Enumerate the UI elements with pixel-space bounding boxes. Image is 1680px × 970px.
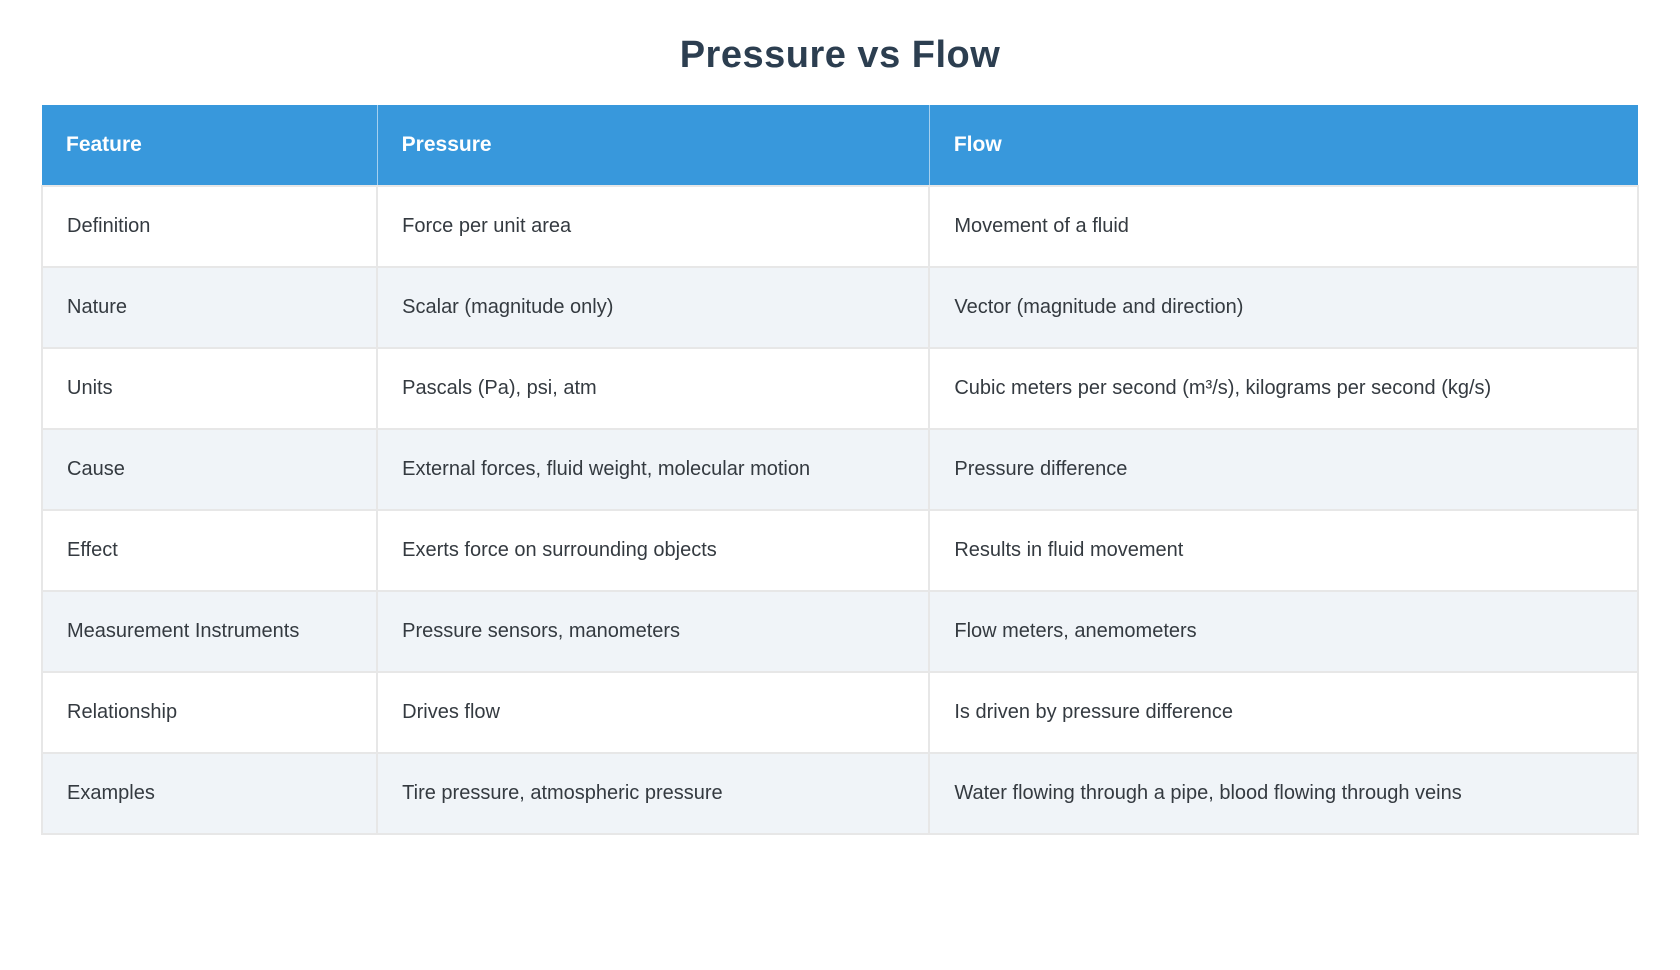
cell-feature: Nature	[40, 266, 379, 349]
table-header: Feature Pressure Flow	[42, 105, 1638, 187]
cell-pressure: Drives flow	[376, 671, 931, 754]
cell-feature: Effect	[40, 509, 379, 592]
cell-pressure: Pressure sensors, manometers	[376, 590, 931, 673]
cell-flow: Vector (magnitude and direction)	[928, 266, 1639, 349]
table-row-nature: Nature Scalar (magnitude only) Vector (m…	[40, 266, 1639, 349]
cell-feature: Examples	[40, 752, 379, 835]
table-row-measurement-instruments: Measurement Instruments Pressure sensors…	[40, 590, 1639, 673]
cell-pressure: Exerts force on surrounding objects	[376, 509, 931, 592]
page-title: Pressure vs Flow	[679, 34, 1001, 76]
cell-flow: Pressure difference	[928, 428, 1639, 511]
cell-feature: Measurement Instruments	[40, 590, 379, 673]
table-row-definition: Definition Force per unit area Movement …	[40, 185, 1639, 268]
cell-feature: Relationship	[40, 671, 379, 754]
cell-feature: Cause	[40, 428, 379, 511]
cell-flow: Flow meters, anemometers	[928, 590, 1639, 673]
comparison-table: Feature Pressure Flow Definition Force p…	[40, 105, 1639, 835]
cell-flow: Water flowing through a pipe, blood flow…	[928, 752, 1639, 835]
page: Pressure vs Flow Feature Pressure Flow D…	[40, 34, 1639, 835]
header-row: Feature Pressure Flow	[42, 105, 1638, 187]
table-row-examples: Examples Tire pressure, atmospheric pres…	[40, 752, 1639, 835]
table-body: Definition Force per unit area Movement …	[40, 185, 1639, 835]
table-row-cause: Cause External forces, fluid weight, mol…	[40, 428, 1639, 511]
column-header-pressure: Pressure	[376, 105, 930, 187]
cell-pressure: Pascals (Pa), psi, atm	[376, 347, 931, 430]
cell-pressure: Scalar (magnitude only)	[376, 266, 931, 349]
table-row-units: Units Pascals (Pa), psi, atm Cubic meter…	[40, 347, 1639, 430]
cell-pressure: External forces, fluid weight, molecular…	[376, 428, 931, 511]
cell-flow: Is driven by pressure difference	[928, 671, 1639, 754]
table-row-relationship: Relationship Drives flow Is driven by pr…	[40, 671, 1639, 754]
table-row-effect: Effect Exerts force on surrounding objec…	[40, 509, 1639, 592]
cell-flow: Movement of a fluid	[928, 185, 1639, 268]
column-header-flow: Flow	[928, 105, 1638, 187]
cell-flow: Cubic meters per second (m³/s), kilogram…	[928, 347, 1639, 430]
column-header-feature: Feature	[42, 105, 378, 187]
cell-flow: Results in fluid movement	[928, 509, 1639, 592]
cell-pressure: Force per unit area	[376, 185, 931, 268]
cell-feature: Definition	[40, 185, 379, 268]
cell-pressure: Tire pressure, atmospheric pressure	[376, 752, 931, 835]
cell-feature: Units	[40, 347, 379, 430]
